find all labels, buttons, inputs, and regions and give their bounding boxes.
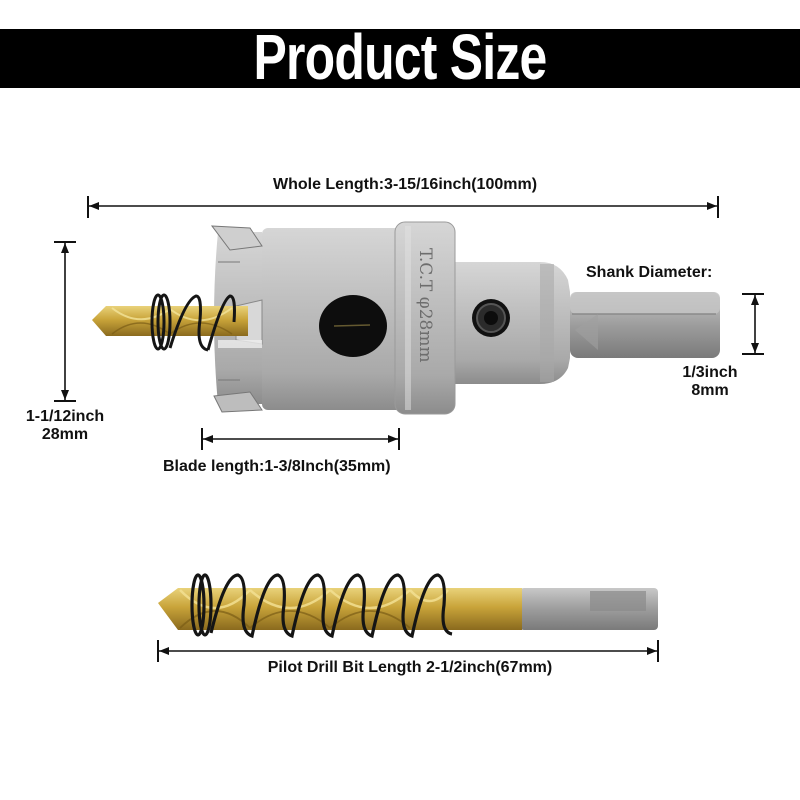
page-title: Product Size	[253, 21, 548, 93]
blade-length-label: Blade length:1-3/8Inch(35mm)	[163, 458, 391, 475]
saw-diameter-mm: 28mm	[41, 426, 89, 443]
whole-length-dimension-line	[87, 196, 719, 218]
whole-length-label: Whole Length:3-15/16inch(100mm)	[272, 176, 538, 193]
saw-diameter-inch: 1-1/12inch	[25, 408, 105, 425]
engraving-text: T.C.T φ28mm	[415, 248, 435, 363]
pilot-bit-on-saw-icon	[92, 293, 248, 352]
shank-dimension-line	[742, 293, 764, 355]
pilot-length-label: Pilot Drill Bit Length 2-1/2inch(67mm)	[267, 659, 553, 676]
hole-saw-icon	[210, 221, 720, 415]
pilot-length-dimension-line	[157, 640, 659, 662]
shank-diameter-inch: 1/3inch	[682, 364, 738, 381]
diameter-dimension-line	[54, 241, 76, 402]
pilot-drill-bit-icon	[158, 573, 658, 639]
shank-diameter-title: Shank Diameter:	[586, 264, 713, 281]
shank-diameter-mm: 8mm	[691, 382, 729, 399]
title-banner	[0, 29, 800, 88]
blade-length-dimension-line	[201, 428, 400, 450]
